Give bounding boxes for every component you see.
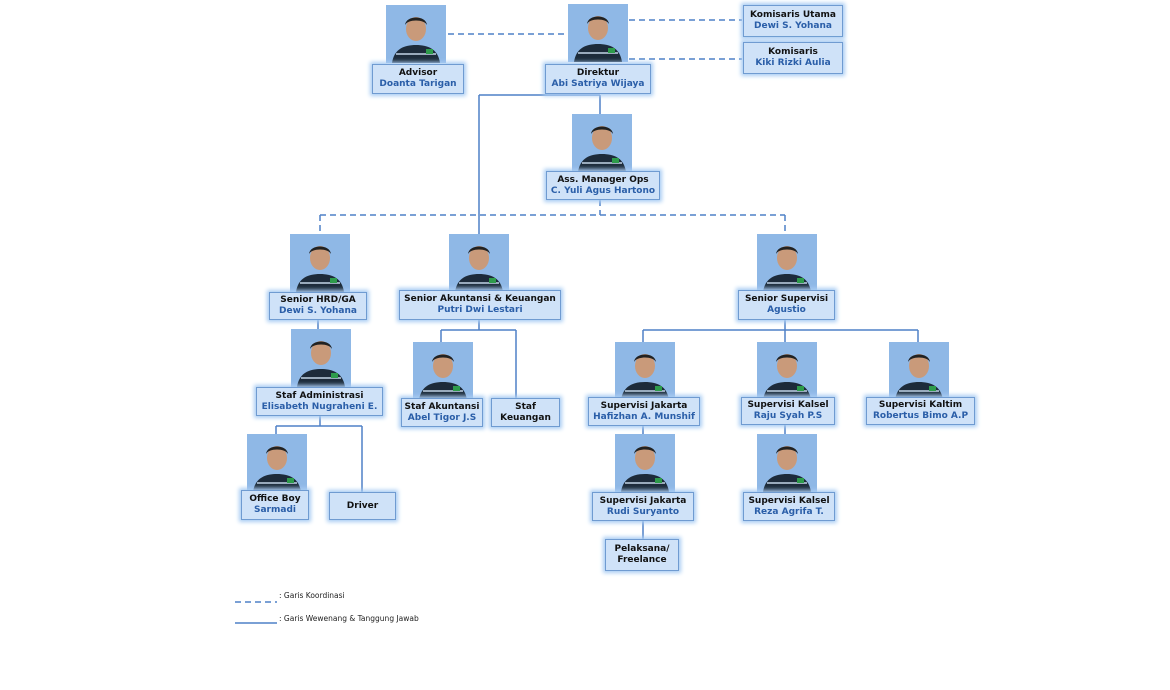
node-name: Elisabeth Nugraheni E. [261,401,378,412]
node-title: Komisaris Utama [749,10,837,20]
node-driver: Driver [329,492,396,520]
node-staf-keuangan: Staf Keuangan [491,398,560,427]
node-supervisi-jakarta-1: Supervisi Jakarta Hafizhan A. Munshif [588,397,700,426]
person-photo-ass-manager [572,114,632,172]
node-senior-akuntansi: Senior Akuntansi & Keuangan Putri Dwi Le… [399,290,561,320]
person-photo-supervisi-kalsel-2 [757,434,817,492]
person-photo-supervisi-kalsel-1 [757,342,817,400]
node-name: Putri Dwi Lestari [437,305,523,315]
node-name: C. Yuli Agus Hartono [550,185,656,196]
node-name: Kiki Rizki Aulia [755,58,831,68]
node-name: Abel Tigor J.S [407,412,477,423]
person-photo-staf-administrasi [291,329,351,387]
person-photo-staf-akuntansi [413,342,473,400]
legend-dashed-label: : Garis Koordinasi [279,591,345,600]
node-title: Senior HRD/GA [280,295,356,305]
node-direktur: Direktur Abi Satriya Wijaya [545,64,651,94]
node-komisaris: Komisaris Kiki Rizki Aulia [743,42,843,74]
node-title: Staf Akuntansi [404,401,480,412]
person-photo-senior-supervisi [757,234,817,292]
person-photo-supervisi-jakarta-2 [615,434,675,492]
node-staf-administrasi: Staf Administrasi Elisabeth Nugraheni E. [256,387,383,416]
node-komisaris-utama: Komisaris Utama Dewi S. Yohana [743,5,843,37]
node-title: Driver [346,500,379,511]
person-photo-supervisi-kaltim [889,342,949,400]
node-title: Senior Akuntansi & Keuangan [404,294,556,304]
node-name: Robertus Bimo A.P [872,411,969,421]
legend-solid-label: : Garis Wewenang & Tanggung Jawab [279,614,419,623]
node-title: Supervisi Kaltim [878,400,963,410]
person-photo-direktur [568,4,628,62]
node-title: Ass. Manager Ops [557,174,649,185]
node-supervisi-kalsel-1: Supervisi Kalsel Raju Syah P.S [741,397,835,425]
node-senior-hrd: Senior HRD/GA Dewi S. Yohana [269,292,367,320]
node-supervisi-jakarta-2: Supervisi Jakarta Rudi Suryanto [592,492,694,521]
person-photo-advisor [386,5,446,63]
node-title: Staf Administrasi [275,390,364,401]
node-title: Office Boy [249,494,301,504]
node-ass-manager: Ass. Manager Ops C. Yuli Agus Hartono [546,171,660,200]
node-supervisi-kaltim: Supervisi Kaltim Robertus Bimo A.P [866,397,975,425]
node-name: Reza Agrifa T. [754,506,824,517]
node-title: Pelaksana/ Freelance [614,544,670,565]
node-title: Supervisi Kalsel [747,400,829,410]
person-photo-senior-akuntansi [449,234,509,292]
person-photo-supervisi-jakarta-1 [615,342,675,400]
node-title: Supervisi Kalsel [748,495,830,506]
node-name: Abi Satriya Wijaya [551,79,645,89]
node-pelaksana: Pelaksana/ Freelance [605,539,679,571]
node-name: Sarmadi [254,505,296,515]
node-office-boy: Office Boy Sarmadi [241,490,309,520]
node-name: Dewi S. Yohana [754,21,832,31]
node-name: Hafizhan A. Munshif [593,411,695,422]
node-name: Dewi S. Yohana [279,306,357,316]
node-advisor: Advisor Doanta Tarigan [372,64,464,94]
node-name: Rudi Suryanto [606,506,680,517]
node-title: Komisaris [768,47,818,57]
node-name: Doanta Tarigan [379,79,457,89]
node-title: Direktur [576,68,620,78]
person-photo-office-boy [247,434,307,492]
node-title: Staf Keuangan [500,401,551,423]
node-senior-supervisi: Senior Supervisi Agustio [738,290,835,320]
node-title: Advisor [398,68,438,78]
node-name: Agustio [767,305,806,315]
node-name: Raju Syah P.S [753,411,823,421]
node-title: Senior Supervisi [744,294,829,304]
node-supervisi-kalsel-2: Supervisi Kalsel Reza Agrifa T. [743,492,835,521]
node-staf-akuntansi: Staf Akuntansi Abel Tigor J.S [401,398,483,427]
node-title: Supervisi Jakarta [600,400,688,411]
person-photo-senior-hrd [290,234,350,292]
node-title: Supervisi Jakarta [599,495,687,506]
